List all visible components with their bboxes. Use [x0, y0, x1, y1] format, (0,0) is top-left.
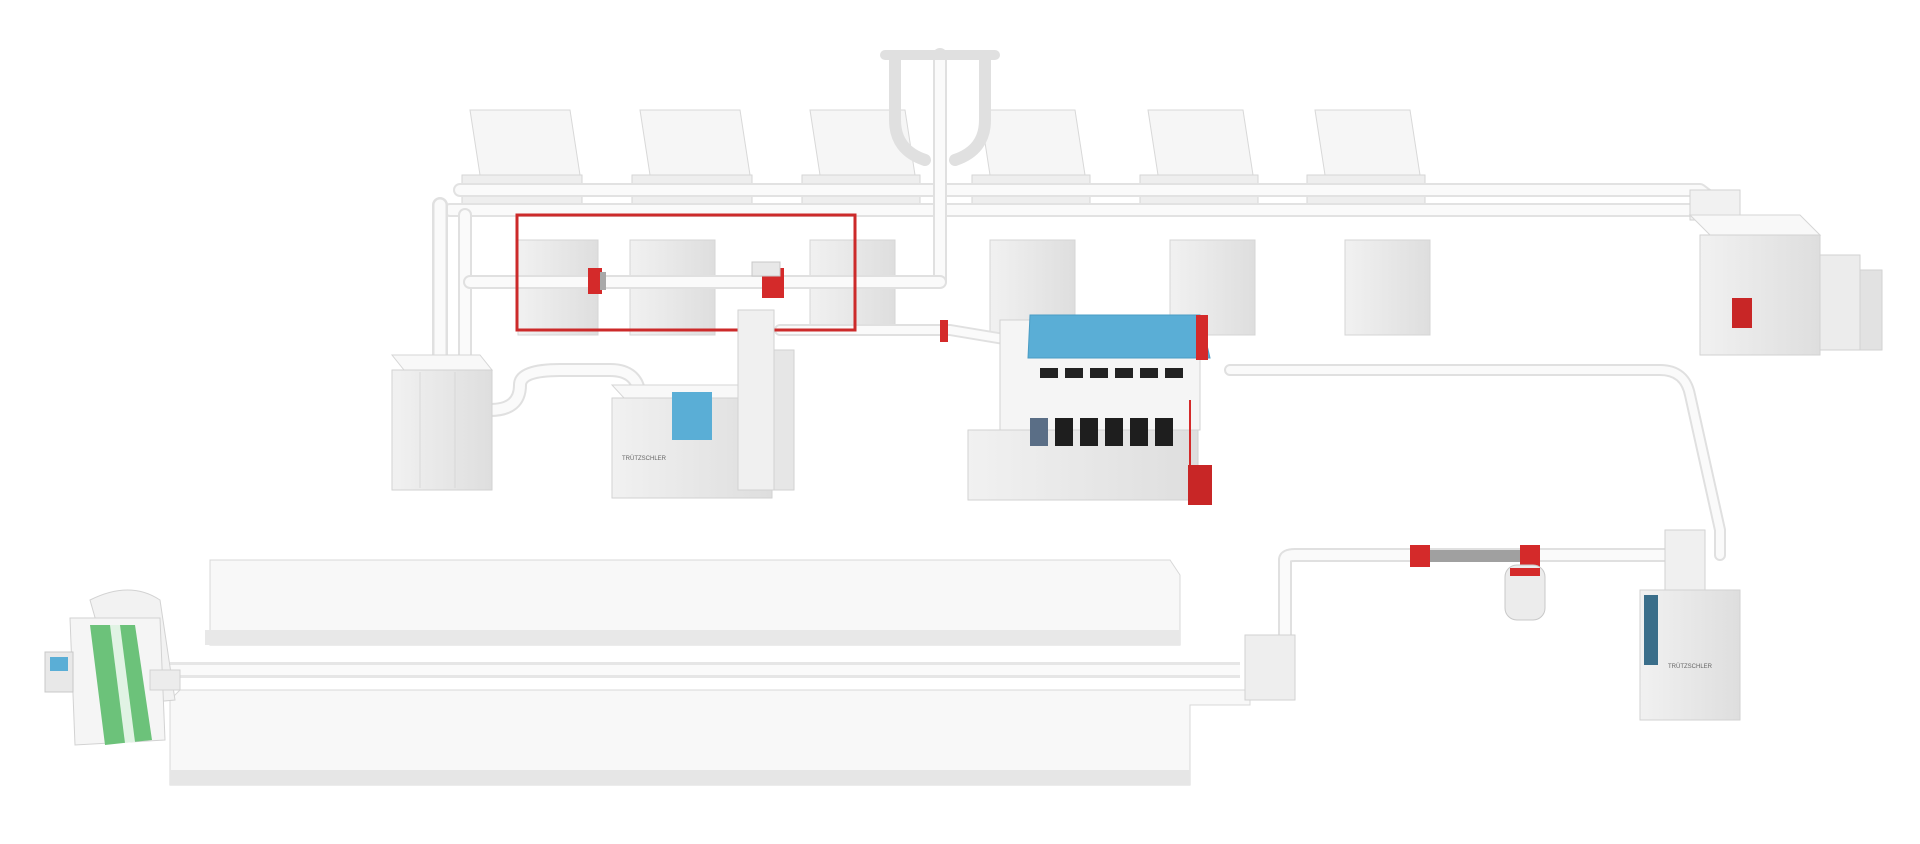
cleaner-machine[interactable]	[967, 314, 1212, 505]
cleaner-red-cabinet[interactable]	[1188, 465, 1212, 505]
filter-unit-left[interactable]	[390, 354, 494, 491]
cabinet-display	[672, 392, 712, 440]
conveyor-bed[interactable]	[169, 559, 1296, 786]
return-duct-valves	[1410, 545, 1546, 621]
highlight-selection-box[interactable]	[515, 213, 857, 332]
fan-unit-brand-label: TRÜTZSCHLER	[1668, 663, 1713, 670]
condenser-right[interactable]	[1688, 189, 1883, 356]
duct-valves	[588, 261, 948, 342]
cleaner-red-cap	[1196, 315, 1208, 360]
cabinet-brand-label: TRÜTZSCHLER	[622, 455, 667, 462]
control-cabinet[interactable]: TRÜTZSCHLER	[610, 309, 795, 499]
cleaner-vents	[1040, 368, 1183, 378]
operator-station[interactable]	[44, 589, 181, 746]
fan-unit-panel	[1644, 595, 1658, 665]
fan-unit-lower-right[interactable]: TRÜTZSCHLER	[1639, 529, 1741, 721]
condenser-red-panel	[1732, 298, 1752, 328]
cleaner-windows	[1030, 418, 1173, 446]
